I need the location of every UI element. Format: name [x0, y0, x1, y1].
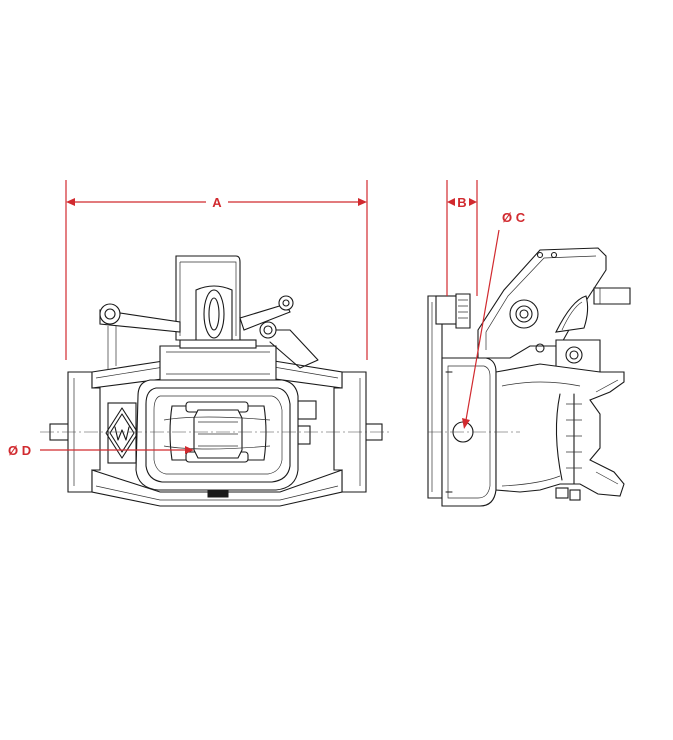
- pulley: [195, 285, 233, 341]
- upper-housing: [159, 345, 277, 381]
- bottom-tab: [207, 490, 229, 498]
- dimension-b-label: B: [457, 195, 466, 210]
- logo-plate: [107, 402, 137, 464]
- side-pin-stub: [593, 287, 631, 305]
- dimension-a: A: [65, 180, 368, 360]
- arm-housing: [477, 247, 607, 359]
- front-view: [40, 255, 392, 507]
- dimension-a-label: A: [212, 195, 222, 210]
- right-block: [297, 400, 317, 420]
- bottom-rail: [91, 469, 343, 507]
- diamond-logo: [105, 407, 139, 459]
- dimension-c: Ø C: [462, 210, 526, 429]
- side-view: [427, 247, 631, 507]
- lower-jaw: [495, 363, 625, 497]
- flange-plate: [427, 295, 443, 499]
- dimension-b: B: [446, 180, 478, 296]
- dimension-c-label: Ø C: [502, 210, 526, 225]
- bolt-large: [509, 299, 539, 329]
- dimension-d: Ø D: [8, 443, 194, 458]
- dimension-d-label: Ø D: [8, 443, 31, 458]
- right-lever: [239, 303, 291, 331]
